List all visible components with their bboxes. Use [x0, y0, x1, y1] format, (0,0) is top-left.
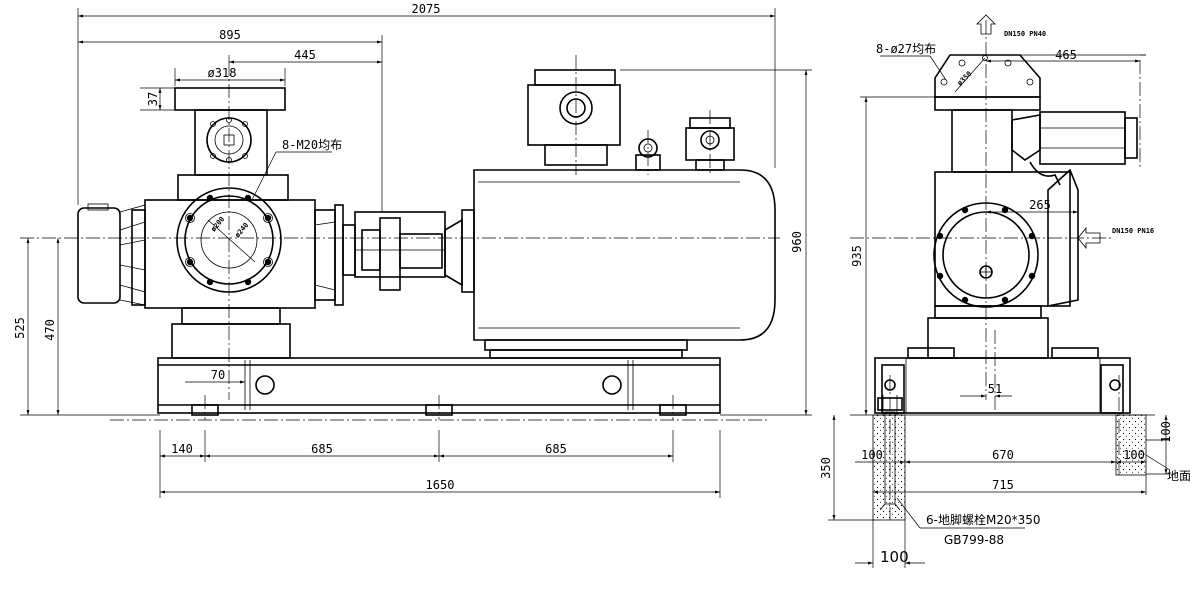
side-dimensions — [828, 54, 1171, 568]
inlet-arrow-icon — [1077, 226, 1101, 250]
flow-arrows — [976, 14, 1101, 250]
foundation-left-label: 100 — [861, 448, 883, 462]
front-centerlines — [20, 55, 780, 421]
motor-height-label: 960 — [790, 231, 804, 253]
total-height-label: 935 — [850, 245, 864, 267]
shaft-height-total-label: 525 — [13, 317, 27, 339]
foundation-right-label: 100 — [1123, 448, 1145, 462]
bolt-note-label: 8-M20均布 — [282, 138, 342, 152]
foundation-depth-label: 350 — [819, 457, 833, 479]
shaft-height-label: 470 — [43, 319, 57, 341]
base-frame — [157, 357, 721, 420]
coupling — [342, 211, 446, 291]
overall-length-label: 2075 — [412, 2, 441, 16]
base-length-label: 1650 — [426, 478, 455, 492]
shaft-offset-label: 51 — [988, 382, 1002, 396]
grout-height-label: 100 — [1159, 421, 1173, 443]
anchor-bolt-label: 6-地脚螺栓M20*350 — [926, 512, 1041, 527]
pcd-label: ø350 — [956, 70, 974, 88]
standard-label: GB799-88 — [944, 533, 1004, 547]
side-centerlines — [850, 20, 1141, 400]
ground-label: 地面 — [1167, 469, 1190, 483]
foundation — [872, 375, 1147, 521]
motor — [444, 69, 776, 359]
base-offset-label: 70 — [211, 368, 225, 382]
side-dimension-labels: DN150 PN40 DN150 PN16 8-ø27均布 ø350 465 2… — [819, 30, 1190, 566]
anchor-width-label: 100 — [880, 548, 909, 566]
flange-thickness-label: 37 — [146, 92, 160, 106]
front-view: 2075 895 445 ø318 37 8-M20均布 ø200 ø240 9… — [13, 2, 812, 498]
outlet-label: DN150 PN40 — [1004, 30, 1046, 38]
pump-body — [77, 87, 344, 309]
front-dimensions — [20, 8, 812, 498]
base-segment-2-label: 685 — [311, 442, 333, 456]
foundation-mid-label: 670 — [992, 448, 1014, 462]
front-dimension-labels: 2075 895 445 ø318 37 8-M20均布 ø200 ø240 9… — [13, 2, 804, 492]
flange-offset-label: 445 — [294, 48, 316, 62]
inlet-label: DN150 PN16 — [1112, 227, 1154, 235]
flange-holes-label: 8-ø27均布 — [876, 42, 936, 56]
base-segment-3-label: 685 — [545, 442, 567, 456]
pump-pedestal — [171, 307, 291, 359]
flange-diameter-label: ø318 — [208, 66, 237, 80]
base-segment-1-label: 140 — [171, 442, 193, 456]
side-view: DN150 PN40 DN150 PN16 8-ø27均布 ø350 465 2… — [819, 14, 1190, 568]
bore-large-label: ø240 — [233, 221, 250, 239]
foundation-width-label: 715 — [992, 478, 1014, 492]
pump-length-label: 895 — [219, 28, 241, 42]
inlet-offset-label: 265 — [1029, 198, 1051, 212]
motor-offset-label: 465 — [1055, 48, 1077, 62]
outlet-arrow-icon — [976, 14, 996, 35]
